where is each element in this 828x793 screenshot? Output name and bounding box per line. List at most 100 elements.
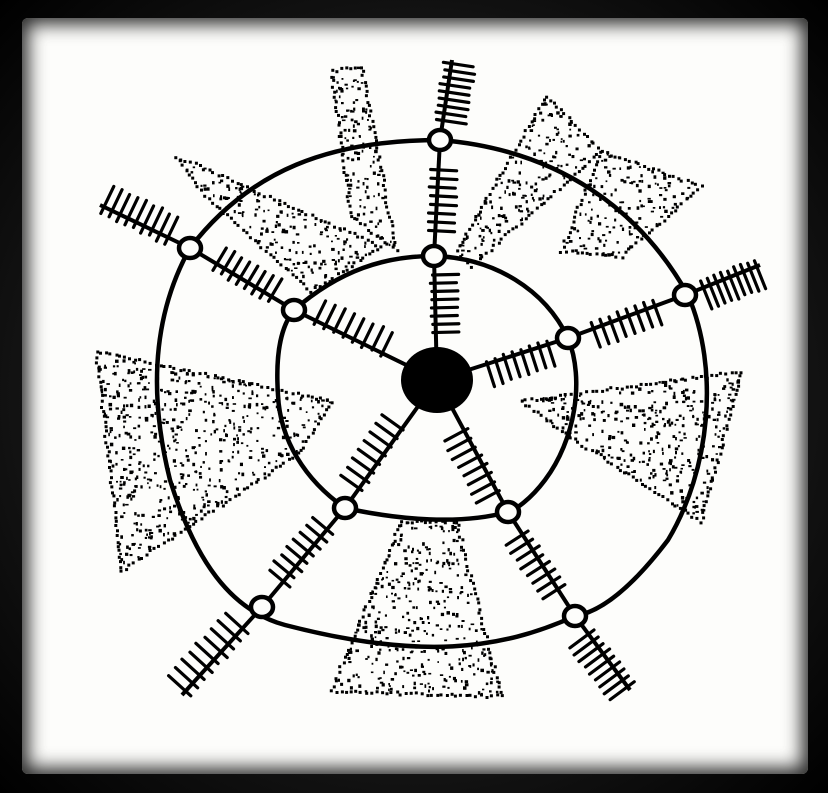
stipple-dot <box>546 137 549 139</box>
stipple-dot <box>114 436 117 439</box>
stipple-dot <box>684 437 687 439</box>
stipple-dot <box>380 682 384 684</box>
stipple-edge-dot <box>194 520 197 523</box>
stipple-dot <box>412 548 414 551</box>
stipple-dot <box>356 187 359 189</box>
stipple-dot <box>588 144 591 147</box>
stipple-dot <box>140 396 142 398</box>
stipple-dot <box>384 626 387 628</box>
stipple-edge-dot <box>249 236 252 239</box>
hatch-tick <box>429 187 455 188</box>
stipple-dot <box>490 232 492 234</box>
stipple-dot <box>261 227 264 229</box>
stipple-dot <box>265 406 268 409</box>
stipple-dot <box>561 398 563 401</box>
stipple-dot <box>530 186 533 189</box>
stipple-dot <box>416 606 418 609</box>
stipple-dot <box>212 388 214 391</box>
stipple-dot <box>281 246 284 249</box>
stipple-dot <box>728 394 731 396</box>
stipple-dot <box>370 211 373 213</box>
stipple-dot <box>232 410 235 412</box>
stipple-dot <box>125 553 128 556</box>
stipple-dot <box>201 185 203 187</box>
stipple-dot <box>675 401 678 403</box>
stipple-dot <box>597 405 600 408</box>
stipple-edge-dot <box>227 378 230 381</box>
stipple-dot <box>604 159 607 162</box>
stipple-dot <box>655 410 657 412</box>
stipple-dot <box>285 420 288 422</box>
stipple-dot <box>394 562 397 565</box>
stipple-edge-dot <box>108 450 111 453</box>
stipple-dot <box>126 477 128 480</box>
stipple-edge-dot <box>328 222 331 225</box>
stipple-dot <box>357 157 360 160</box>
stipple-dot <box>120 481 122 483</box>
stipple-dot <box>518 188 521 190</box>
stipple-edge-dot <box>499 174 502 177</box>
stipple-dot <box>654 401 657 403</box>
stipple-dot <box>175 434 178 436</box>
stipple-dot <box>690 405 693 407</box>
stipple-dot <box>313 261 316 264</box>
stipple-edge-dot <box>273 256 276 259</box>
stipple-edge-dot <box>95 356 98 359</box>
stipple-dot <box>461 250 465 252</box>
stipple-edge-dot <box>384 196 387 199</box>
stipple-edge-dot <box>288 458 291 461</box>
stipple-dot <box>449 625 451 628</box>
stipple-edge-dot <box>162 365 165 368</box>
stipple-dot <box>371 606 375 609</box>
stipple-dot <box>362 110 365 113</box>
stipple-dot <box>154 433 157 436</box>
stipple-edge-dot <box>295 276 298 279</box>
stipple-dot <box>730 399 732 401</box>
ring-node <box>334 498 356 518</box>
stipple-dot <box>380 626 383 629</box>
stipple-dot <box>361 82 364 84</box>
stipple-edge-dot <box>260 386 263 389</box>
stipple-dot <box>122 447 125 450</box>
stipple-dot <box>207 505 210 507</box>
stipple-edge-dot <box>464 553 467 556</box>
stipple-edge-dot <box>421 692 424 695</box>
stipple-edge-dot <box>479 211 482 214</box>
stipple-edge-dot <box>125 568 128 571</box>
stipple-edge-dot <box>606 151 609 154</box>
stipple-dot <box>133 453 136 455</box>
hatch-tick <box>431 178 457 179</box>
stipple-dot <box>652 469 655 472</box>
stipple-dot <box>693 401 696 403</box>
hatch-tick <box>382 415 403 430</box>
stipple-dot <box>242 212 244 216</box>
stipple-edge-dot <box>692 192 695 195</box>
stipple-dot <box>348 262 351 265</box>
stipple-edge-dot <box>716 459 719 462</box>
stipple-edge-dot <box>595 390 598 393</box>
stipple-dot <box>373 195 375 197</box>
stipple-dot <box>629 226 632 229</box>
stipple-edge-dot <box>574 124 577 127</box>
stipple-dot <box>138 547 141 549</box>
stipple-dot <box>486 671 489 674</box>
stipple-dot <box>648 185 651 188</box>
stipple-dot <box>716 453 718 455</box>
stipple-dot <box>445 652 448 655</box>
stipple-dot <box>336 90 338 93</box>
stipple-edge-dot <box>212 510 215 513</box>
stipple-edge-dot <box>360 66 363 69</box>
stipple-dot <box>248 398 251 400</box>
stipple-dot <box>398 629 400 632</box>
stipple-edge-dot <box>350 215 353 218</box>
stipple-dot <box>276 215 279 218</box>
stipple-dot <box>473 663 475 666</box>
stipple-dot <box>425 684 427 688</box>
stipple-edge-dot <box>325 408 328 411</box>
stipple-dot <box>243 433 245 435</box>
stipple-edge-dot <box>589 253 592 256</box>
stipple-dot <box>405 562 408 565</box>
stipple-dot <box>346 110 348 112</box>
stipple-dot <box>233 423 235 426</box>
stipple-dot <box>377 651 380 654</box>
